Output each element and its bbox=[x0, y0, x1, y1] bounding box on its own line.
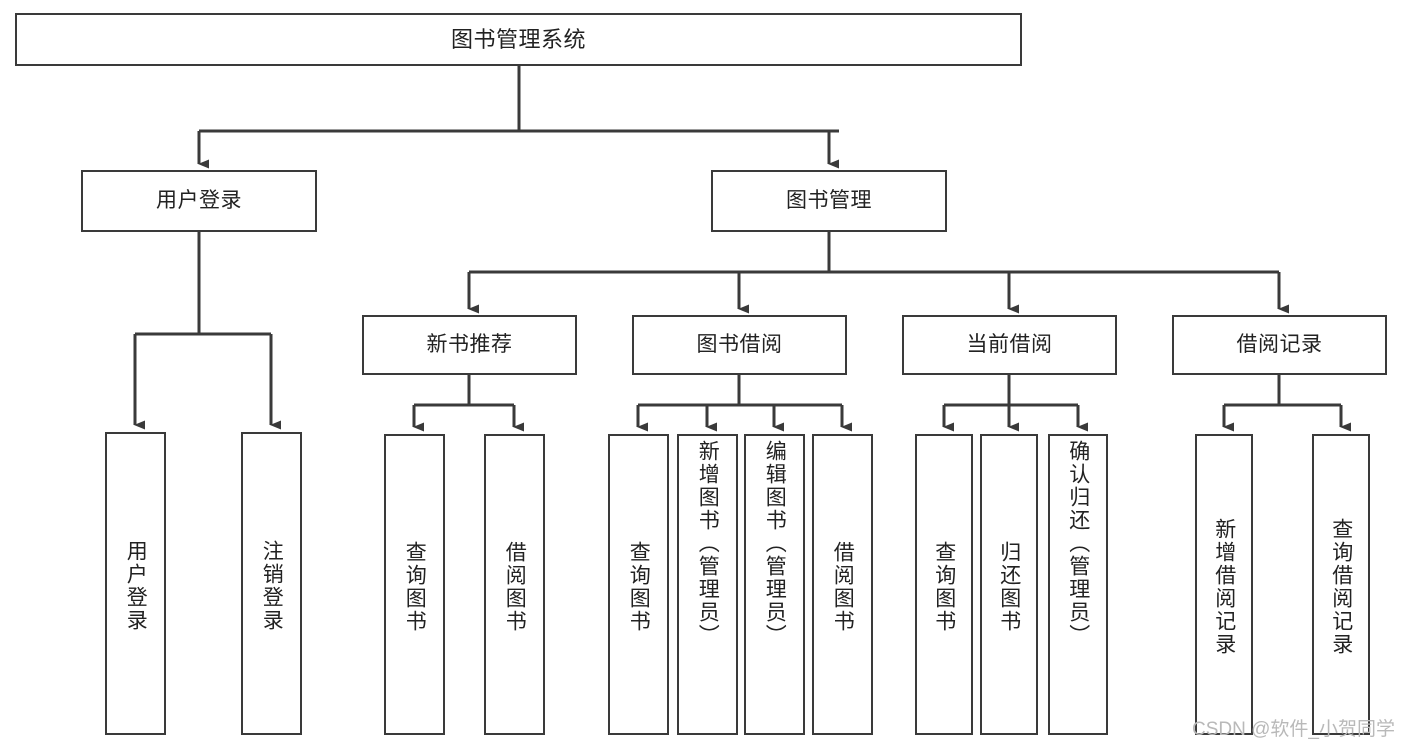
node-root-system[interactable]: 图书管理系统 bbox=[15, 13, 1022, 66]
node-leaf-confirm-return-admin-label: 确认归还（管理员） bbox=[1066, 440, 1090, 647]
node-leaf-user-login-label: 用户登录 bbox=[124, 539, 148, 632]
node-leaf-add-book-admin[interactable]: 新增图书（管理员） bbox=[677, 434, 738, 735]
node-current-borrow-label: 当前借阅 bbox=[966, 332, 1053, 356]
node-book-borrow[interactable]: 图书借阅 bbox=[632, 315, 847, 375]
node-book-management-label: 图书管理 bbox=[786, 188, 872, 212]
node-borrow-records[interactable]: 借阅记录 bbox=[1172, 315, 1387, 375]
node-leaf-query-book-current-label: 查询图书 bbox=[932, 540, 956, 633]
node-leaf-logout-label: 注销登录 bbox=[260, 539, 284, 632]
node-leaf-query-book-borrow[interactable]: 查询图书 bbox=[608, 434, 669, 735]
node-leaf-query-book-recommend-label: 查询图书 bbox=[403, 540, 427, 633]
node-book-borrow-label: 图书借阅 bbox=[696, 332, 783, 356]
watermark-text: CSDN @软件_小贺同学 bbox=[1192, 719, 1395, 740]
node-current-borrow[interactable]: 当前借阅 bbox=[902, 315, 1117, 375]
node-leaf-query-borrow-record-label: 查询借阅记录 bbox=[1329, 517, 1353, 656]
node-leaf-return-book-label: 归还图书 bbox=[997, 540, 1021, 633]
node-leaf-query-book-current[interactable]: 查询图书 bbox=[915, 434, 973, 735]
node-leaf-return-book[interactable]: 归还图书 bbox=[980, 434, 1038, 735]
node-new-book-recommend-label: 新书推荐 bbox=[426, 332, 513, 356]
node-leaf-add-book-admin-label: 新增图书（管理员） bbox=[696, 440, 720, 647]
node-user-login[interactable]: 用户登录 bbox=[81, 170, 317, 232]
node-leaf-edit-book-admin[interactable]: 编辑图书（管理员） bbox=[744, 434, 805, 735]
node-leaf-borrow-book-recommend-label: 借阅图书 bbox=[503, 540, 527, 633]
node-leaf-borrow-book[interactable]: 借阅图书 bbox=[812, 434, 873, 735]
node-leaf-borrow-book-label: 借阅图书 bbox=[831, 540, 855, 633]
node-borrow-records-label: 借阅记录 bbox=[1236, 332, 1323, 356]
node-leaf-borrow-book-recommend[interactable]: 借阅图书 bbox=[484, 434, 545, 735]
node-new-book-recommend[interactable]: 新书推荐 bbox=[362, 315, 577, 375]
node-user-login-label: 用户登录 bbox=[156, 188, 242, 212]
node-leaf-confirm-return-admin[interactable]: 确认归还（管理员） bbox=[1048, 434, 1108, 735]
node-leaf-query-book-recommend[interactable]: 查询图书 bbox=[384, 434, 445, 735]
node-leaf-query-book-borrow-label: 查询图书 bbox=[627, 540, 651, 633]
node-leaf-query-borrow-record[interactable]: 查询借阅记录 bbox=[1312, 434, 1370, 735]
node-leaf-add-borrow-record-label: 新增借阅记录 bbox=[1212, 517, 1236, 656]
node-root-system-label: 图书管理系统 bbox=[450, 26, 586, 52]
node-book-management[interactable]: 图书管理 bbox=[711, 170, 947, 232]
node-leaf-logout[interactable]: 注销登录 bbox=[241, 432, 302, 735]
node-leaf-user-login[interactable]: 用户登录 bbox=[105, 432, 166, 735]
node-leaf-add-borrow-record[interactable]: 新增借阅记录 bbox=[1195, 434, 1253, 735]
node-leaf-edit-book-admin-label: 编辑图书（管理员） bbox=[763, 440, 787, 647]
